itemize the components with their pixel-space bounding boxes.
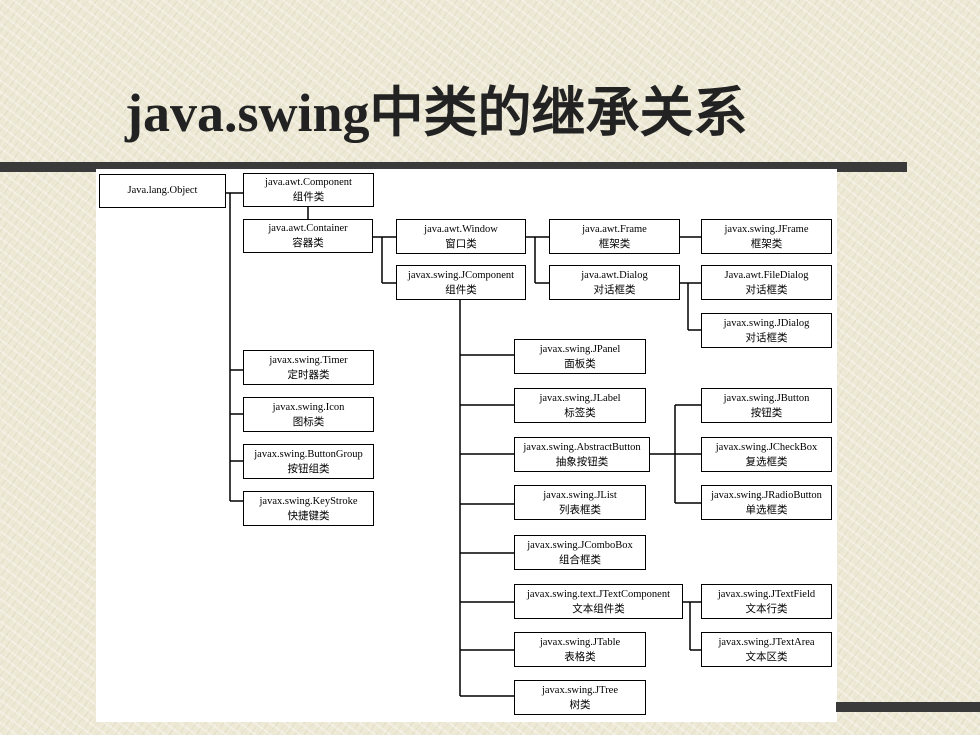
- node-name: javax.swing.AbstractButton: [523, 441, 641, 453]
- node-name: javax.swing.JFrame: [724, 223, 809, 235]
- node-name: javax.swing.JTree: [541, 684, 619, 696]
- page-title: java.swing中类的继承关系: [125, 83, 748, 143]
- node-name: javax.swing.JRadioButton: [711, 489, 822, 501]
- node-desc: 复选框类: [745, 455, 788, 468]
- node-jcomponent: javax.swing.JComponent 组件类: [396, 265, 526, 300]
- node-desc: 按钮组类: [287, 462, 330, 475]
- node-desc: 组件类: [445, 283, 477, 296]
- node-filedialog: Java.awt.FileDialog 对话框类: [701, 265, 832, 300]
- node-jdialog: javax.swing.JDialog 对话框类: [701, 313, 832, 348]
- node-name: javax.swing.KeyStroke: [259, 495, 358, 507]
- inheritance-diagram: Java.lang.Object java.awt.Component 组件类 …: [96, 169, 837, 722]
- title-underline-bar: [0, 162, 907, 172]
- node-name: javax.swing.JTextField: [717, 588, 816, 600]
- node-name: javax.swing.text.JTextComponent: [526, 588, 671, 600]
- node-desc: 对话框类: [745, 283, 788, 296]
- node-desc: 快捷键类: [287, 509, 330, 522]
- node-desc: 组合框类: [559, 553, 601, 566]
- node-name: javax.swing.JTextArea: [718, 636, 815, 648]
- node-name: java.awt.Component: [265, 177, 352, 188]
- node-desc: 表格类: [564, 650, 596, 663]
- node-name: javax.swing.JComboBox: [527, 539, 633, 551]
- node-jtextarea: javax.swing.JTextArea 文本区类: [701, 632, 832, 667]
- node-desc: 文本组件类: [572, 602, 625, 615]
- node-name: javax.swing.Icon: [272, 401, 345, 413]
- node-name: javax.swing.JButton: [723, 392, 810, 404]
- node-name: Java.awt.FileDialog: [724, 269, 809, 281]
- node-icon: javax.swing.Icon 图标类: [243, 397, 374, 432]
- node-desc: 列表框类: [559, 503, 601, 516]
- node-name: java.awt.Dialog: [581, 269, 648, 281]
- node-name: Java.lang.Object: [127, 185, 198, 196]
- node-jframe: javax.swing.JFrame 框架类: [701, 219, 832, 254]
- node-name: java.awt.Container: [268, 223, 348, 234]
- node-keystroke: javax.swing.KeyStroke 快捷键类: [243, 491, 374, 526]
- node-desc: 文本行类: [745, 602, 788, 615]
- connector-lines: [226, 192, 701, 697]
- node-desc: 抽象按钮类: [555, 455, 609, 468]
- node-jbutton: javax.swing.JButton 按钮类: [701, 388, 832, 423]
- node-desc: 图标类: [292, 415, 325, 428]
- node-desc: 框架类: [598, 237, 631, 250]
- node-desc: 面板类: [564, 357, 596, 370]
- node-dialog: java.awt.Dialog 对话框类: [549, 265, 680, 300]
- node-desc: 定时器类: [287, 368, 330, 381]
- node-jtree: javax.swing.JTree 树类: [514, 680, 646, 715]
- node-jlabel: javax.swing.JLabel 标签类: [514, 388, 646, 423]
- node-buttongroup: javax.swing.ButtonGroup 按钮组类: [243, 444, 374, 479]
- node-name: javax.swing.JList: [543, 489, 617, 501]
- node-object: Java.lang.Object: [99, 174, 226, 208]
- node-timer: javax.swing.Timer 定时器类: [243, 350, 374, 385]
- node-container: java.awt.Container 容器类: [243, 219, 373, 253]
- node-jtable: javax.swing.JTable 表格类: [514, 632, 646, 667]
- node-jcheckbox: javax.swing.JCheckBox 复选框类: [701, 437, 832, 472]
- node-desc: 框架类: [750, 237, 783, 250]
- node-jradiobutton: javax.swing.JRadioButton 单选框类: [701, 485, 832, 520]
- node-desc: 单选框类: [745, 503, 788, 516]
- node-name: javax.swing.JDialog: [723, 317, 810, 329]
- node-name: java.awt.Frame: [582, 223, 647, 235]
- node-window: java.awt.Window 窗口类: [396, 219, 526, 254]
- node-name: javax.swing.ButtonGroup: [254, 448, 363, 460]
- node-name: javax.swing.Timer: [269, 354, 348, 366]
- node-name: javax.swing.JComponent: [407, 269, 515, 281]
- node-jpanel: javax.swing.JPanel 面板类: [514, 339, 646, 374]
- node-desc: 树类: [569, 698, 591, 711]
- node-desc: 组件类: [292, 191, 325, 203]
- node-desc: 对话框类: [593, 283, 636, 296]
- node-jtextfield: javax.swing.JTextField 文本行类: [701, 584, 832, 619]
- node-name: javax.swing.JLabel: [539, 392, 621, 404]
- node-name: javax.swing.JTable: [539, 636, 621, 648]
- node-desc: 对话框类: [745, 331, 788, 344]
- node-jtextcomponent: javax.swing.text.JTextComponent 文本组件类: [514, 584, 683, 619]
- node-frame: java.awt.Frame 框架类: [549, 219, 680, 254]
- node-abstractbutton: javax.swing.AbstractButton 抽象按钮类: [514, 437, 650, 472]
- node-desc: 文本区类: [745, 650, 788, 663]
- node-name: java.awt.Window: [424, 223, 498, 235]
- node-jlist: javax.swing.JList 列表框类: [514, 485, 646, 520]
- bottom-accent-bar: [836, 702, 980, 712]
- node-jcombobox: javax.swing.JComboBox 组合框类: [514, 535, 646, 570]
- node-desc: 标签类: [564, 406, 596, 419]
- node-desc: 按钮类: [750, 406, 783, 419]
- node-name: javax.swing.JCheckBox: [715, 441, 818, 453]
- node-component: java.awt.Component 组件类: [243, 173, 374, 207]
- node-desc: 窗口类: [445, 237, 477, 250]
- node-desc: 容器类: [292, 237, 324, 249]
- node-name: javax.swing.JPanel: [539, 343, 621, 355]
